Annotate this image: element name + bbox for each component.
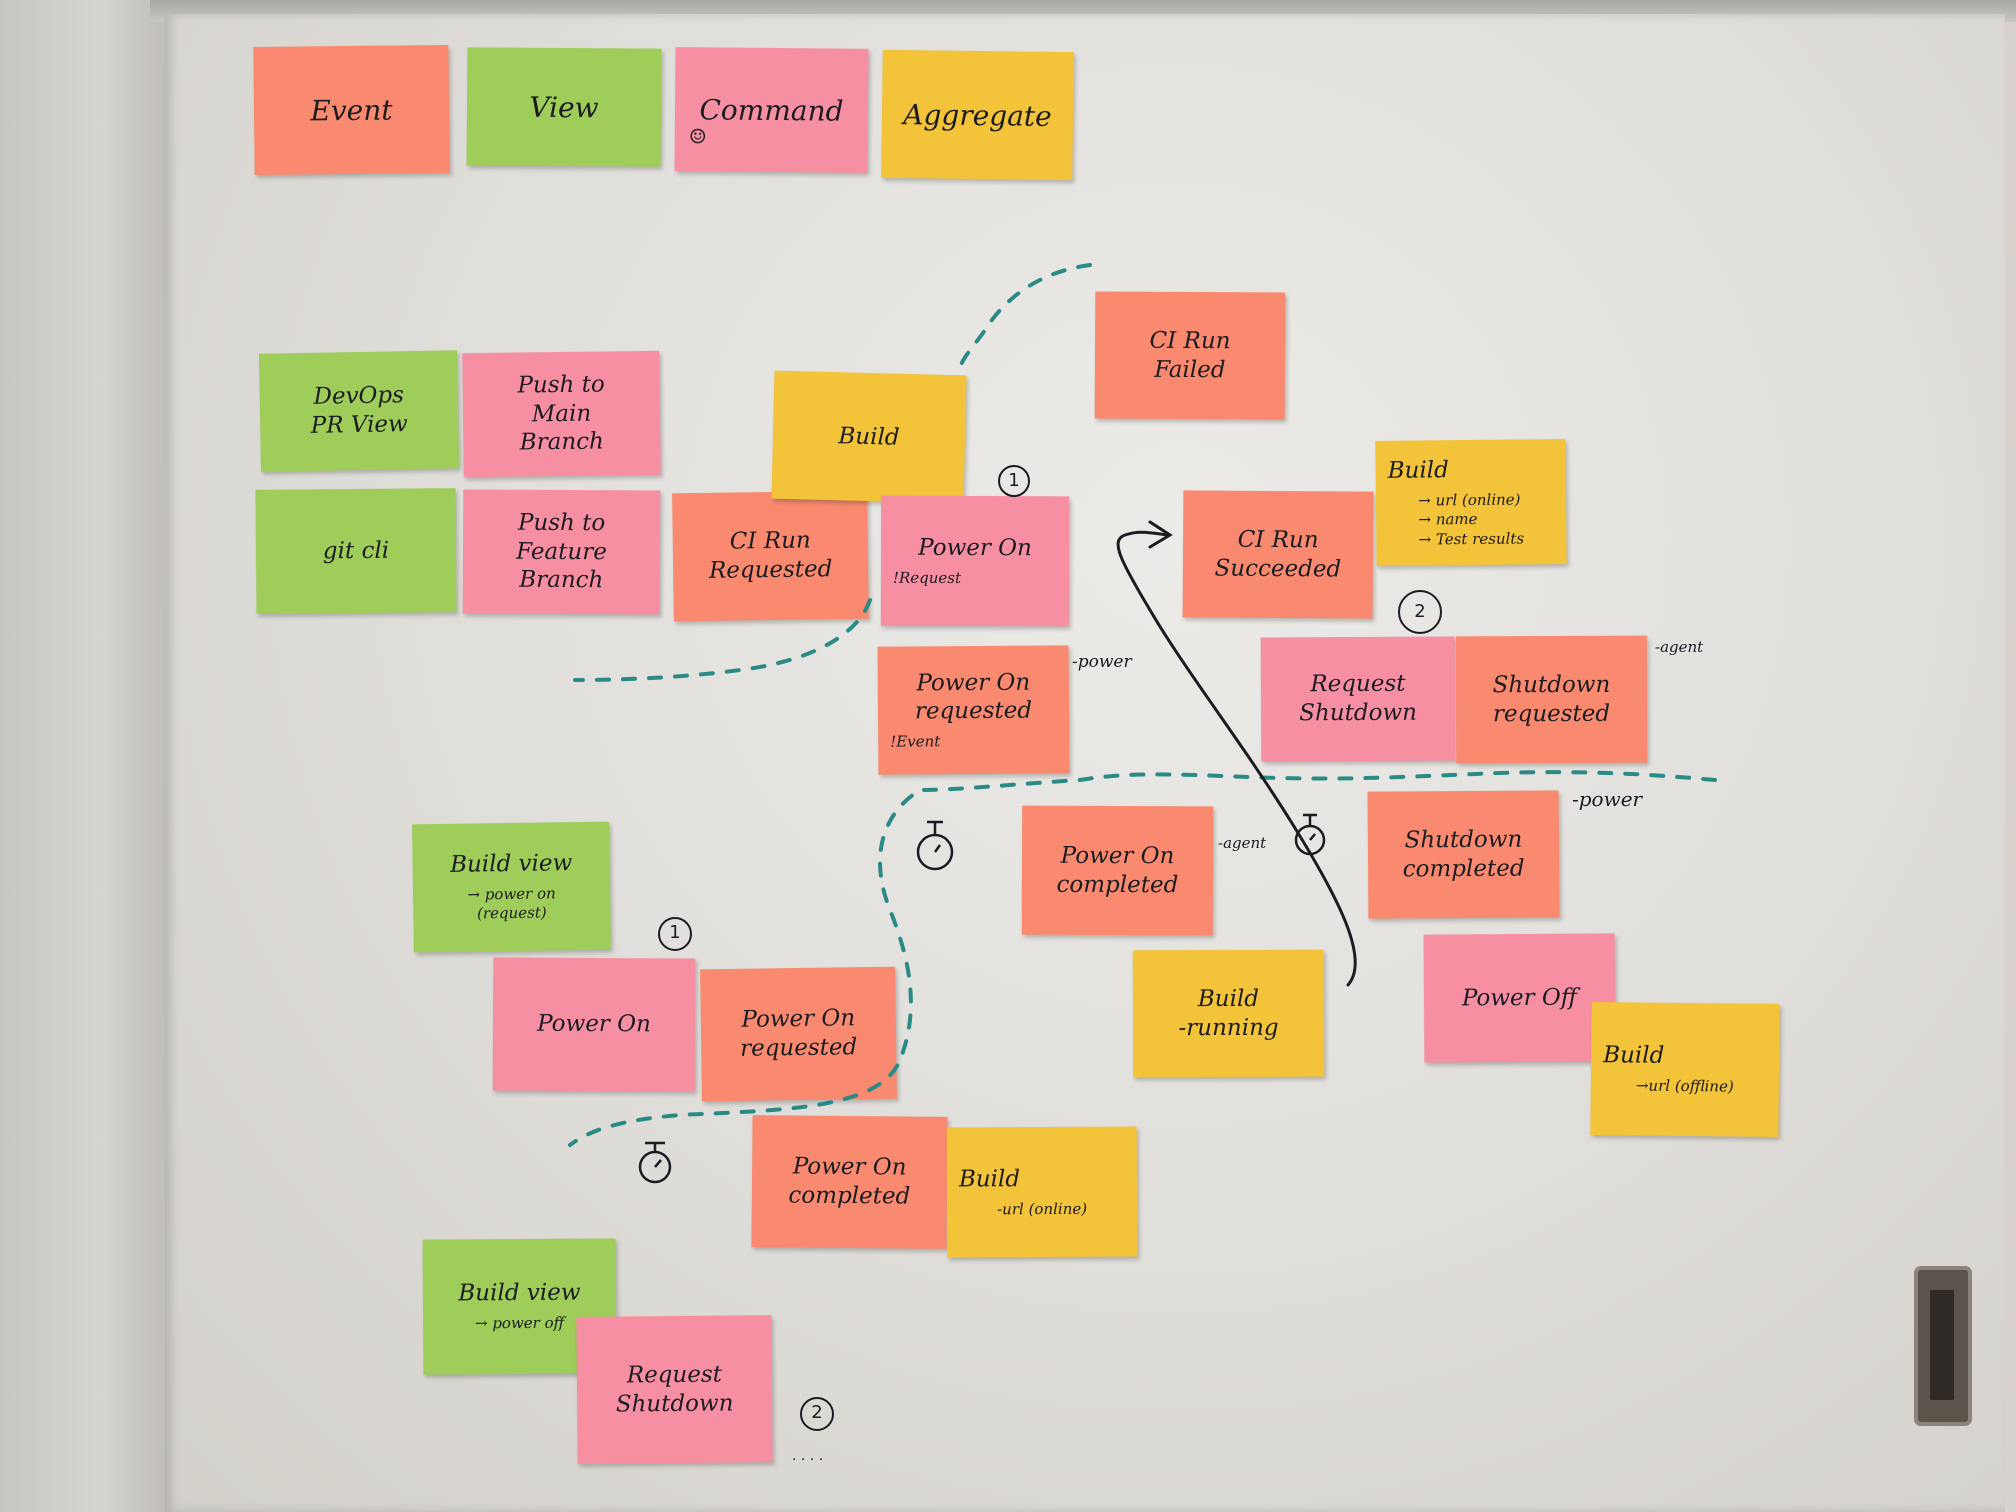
- door-handle: [1918, 1270, 1968, 1422]
- power-off-note: Power Off: [1423, 933, 1616, 1063]
- build-running-note: Build -running: [1132, 949, 1325, 1078]
- shutdown-requested-note: Shutdown requested: [1455, 635, 1648, 764]
- ci-run-failed-note: CI Run Failed: [1094, 291, 1286, 420]
- git-cli-text: git cli: [322, 537, 390, 564]
- build-online-bottom-note: Build -url (online): [946, 1126, 1138, 1258]
- power-on-command-bottom-text: Power On: [537, 1010, 651, 1038]
- agent-annotation-top: -agent: [1655, 638, 1704, 656]
- build-view-off-text: Build view: [458, 1279, 581, 1307]
- power-off-text: Power Off: [1461, 984, 1578, 1012]
- marker-2-right: 2: [1398, 590, 1442, 634]
- devops-pr-view-text: DevOps PR View: [310, 382, 408, 439]
- power-on-requested-bottom-text: Power On requested: [739, 1005, 858, 1062]
- legend-view-label: View: [529, 90, 599, 124]
- marker-2-bottom: 2: [800, 1397, 834, 1431]
- push-main-note: Push to Main Branch: [462, 350, 661, 478]
- build-aggregate-top-note: Build: [771, 370, 967, 504]
- build-aggregate-top-text: Build: [838, 422, 900, 451]
- power-on-requested-top-sub: !Event: [890, 732, 941, 751]
- power-on-completed-mid-note: Power On completed: [1021, 805, 1214, 936]
- agent-annotation-mid: -agent: [1218, 834, 1267, 852]
- ci-run-requested-text: CI Run Requested: [708, 527, 833, 584]
- build-aggregate-right-text: Build: [1387, 457, 1449, 484]
- build-aggregate-right-sub: → url (online) → name → Test results: [1418, 490, 1525, 549]
- devops-pr-view-note: DevOps PR View: [258, 350, 460, 472]
- request-shutdown-right-note: Request Shutdown: [1260, 636, 1456, 762]
- trailing-dots: · · · ·: [792, 1452, 824, 1468]
- power-annotation-mid: -power: [1572, 787, 1643, 811]
- legend-event-note: Event: [253, 44, 450, 176]
- marker-1-bottom: 1: [658, 917, 692, 951]
- build-offline-text: Build: [1603, 1042, 1665, 1070]
- ci-run-requested-note: CI Run Requested: [672, 490, 869, 622]
- power-on-command-top-text: Power On: [918, 534, 1032, 562]
- ci-run-succeeded-note: CI Run Succeeded: [1182, 490, 1374, 619]
- build-view-on-note: Build view → power on (request): [412, 821, 611, 953]
- build-view-off-sub: → power off: [474, 1313, 565, 1333]
- build-online-bottom-text: Build: [958, 1165, 1021, 1193]
- power-on-command-top-note: Power On !Request: [880, 495, 1070, 627]
- shutdown-requested-text: Shutdown requested: [1492, 671, 1611, 727]
- power-on-command-top-sub: !Request: [892, 568, 962, 587]
- power-annotation-top: -power: [1072, 652, 1132, 672]
- legend-event-label: Event: [310, 93, 393, 127]
- door-left-edge: [0, 0, 170, 1512]
- legend-view-note: View: [466, 47, 662, 167]
- power-on-requested-bottom-note: Power On requested: [700, 966, 897, 1102]
- door-handle-recess: [1930, 1290, 1954, 1400]
- build-offline-note: Build →url (offline): [1590, 1002, 1780, 1137]
- smiley-doodle: ☺: [688, 124, 707, 149]
- request-shutdown-right-text: Request Shutdown: [1299, 671, 1417, 727]
- build-offline-sub: →url (offline): [1635, 1076, 1734, 1096]
- power-on-requested-top-note: Power On requested !Event: [877, 645, 1070, 775]
- power-on-command-bottom-note: Power On: [492, 957, 696, 1092]
- marker-1-top: 1: [998, 465, 1030, 497]
- request-shutdown-bottom-text: Request Shutdown: [615, 1361, 734, 1418]
- legend-aggregate-label: Aggregate: [903, 97, 1052, 133]
- git-cli-note: git cli: [255, 488, 457, 614]
- push-feature-text: Push to Feature Branch: [516, 509, 607, 594]
- power-on-completed-bottom-note: Power On completed: [751, 1115, 948, 1249]
- push-feature-note: Push to Feature Branch: [462, 489, 661, 615]
- build-aggregate-right-note: Build → url (online) → name → Test resul…: [1375, 439, 1567, 566]
- shutdown-completed-text: Shutdown completed: [1402, 826, 1525, 882]
- legend-aggregate-note: Aggregate: [881, 49, 1074, 181]
- power-on-requested-top-text: Power On requested: [914, 669, 1033, 725]
- build-online-bottom-sub: -url (online): [997, 1199, 1088, 1218]
- build-view-on-sub: → power on (request): [467, 884, 556, 923]
- request-shutdown-bottom-note: Request Shutdown: [576, 1315, 773, 1464]
- legend-command-note: Command ☺: [674, 47, 869, 173]
- legend-command-label: Command: [699, 92, 844, 128]
- build-view-on-text: Build view: [449, 850, 573, 878]
- power-on-completed-bottom-text: Power On completed: [788, 1153, 911, 1210]
- power-on-completed-mid-text: Power On completed: [1056, 842, 1179, 898]
- shutdown-completed-note: Shutdown completed: [1367, 790, 1560, 919]
- build-running-text: Build -running: [1178, 985, 1279, 1041]
- push-main-text: Push to Main Branch: [517, 371, 605, 456]
- ci-run-failed-text: CI Run Failed: [1149, 327, 1231, 383]
- ci-run-succeeded-text: CI Run Succeeded: [1214, 526, 1342, 582]
